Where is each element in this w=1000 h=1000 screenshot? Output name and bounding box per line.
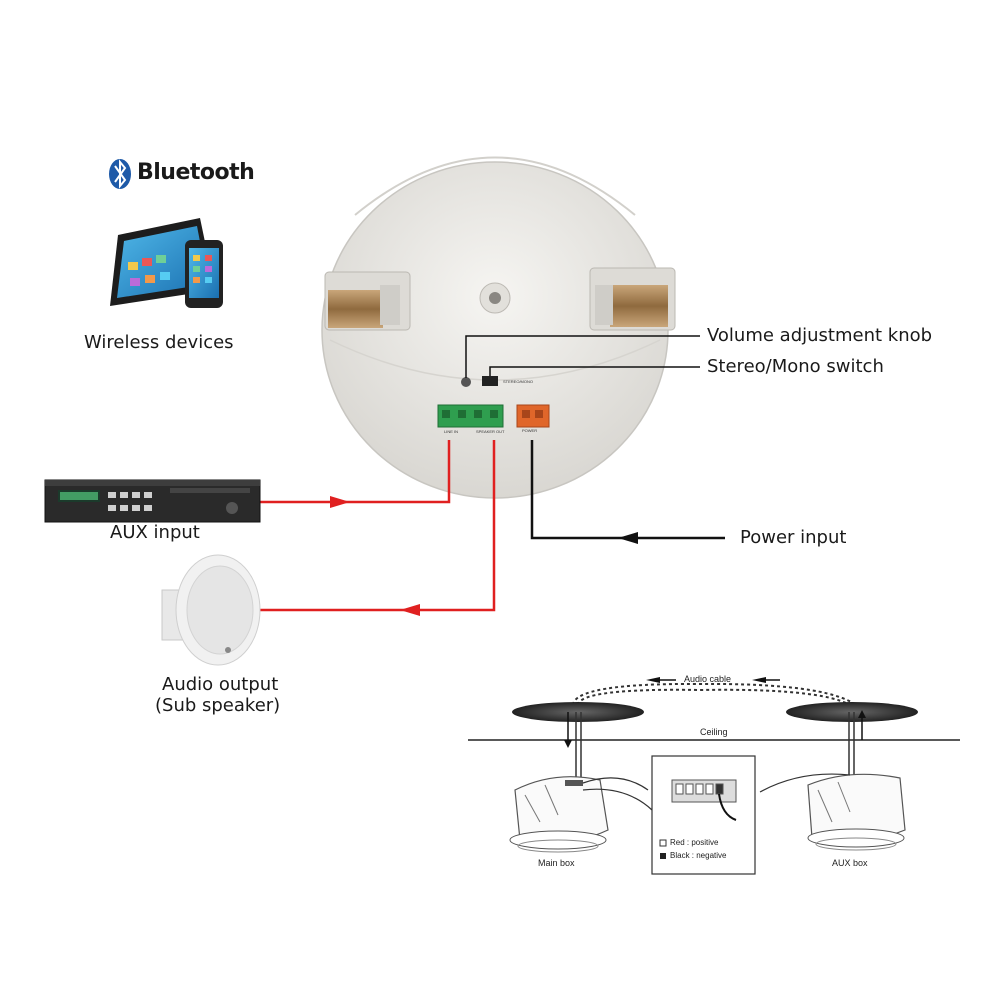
main-box-label: Main box (538, 858, 575, 868)
audio-cable-label: Audio cable (684, 674, 732, 684)
stereo-mono-switch[interactable] (482, 376, 498, 386)
leader-lines (465, 335, 700, 378)
green-terminal-block (437, 404, 504, 428)
power-input-wire (530, 440, 725, 544)
volume-knob[interactable] (461, 377, 471, 387)
wireless-devices-label: Wireless devices (84, 332, 234, 353)
phone-image (185, 240, 223, 308)
bluetooth-brand-text: Bluetooth (137, 160, 255, 185)
aux-box-image (807, 773, 906, 851)
ceiling-label: Ceiling (700, 727, 728, 737)
aux-input-label: AUX input (110, 522, 200, 543)
control-panel (437, 376, 550, 428)
sub-speaker-label: (Sub speaker) (155, 695, 281, 716)
power-tag: POWER (522, 428, 538, 433)
audio-output-label: Audio output (162, 674, 279, 695)
main-box-image (509, 776, 609, 853)
speaker-out-tag: SPEAKER OUT (476, 429, 505, 434)
amplifier-unit-image (44, 479, 261, 523)
red-positive-legend: Red : positive (670, 838, 719, 847)
orange-power-terminal (516, 404, 550, 428)
stereo-mono-label: Stereo/Mono switch (707, 356, 884, 377)
installation-diagram (468, 677, 960, 875)
aux-box-label: AUX box (832, 858, 868, 868)
sub-speaker-image (161, 554, 261, 666)
bluetooth-icon (109, 159, 131, 189)
mounting-bracket-left (324, 271, 411, 331)
stereo-mono-tag: STEREO/MONO (503, 379, 534, 384)
aux-input-wire (260, 440, 451, 508)
audio-output-wire (260, 440, 496, 616)
terminal-inset-box (651, 755, 756, 875)
power-input-label: Power input (740, 527, 847, 548)
black-negative-legend: Black : negative (670, 851, 727, 860)
volume-knob-label: Volume adjustment knob (707, 325, 933, 346)
line-in-tag: LINE IN (444, 429, 459, 434)
mounting-bracket-right (589, 267, 676, 331)
